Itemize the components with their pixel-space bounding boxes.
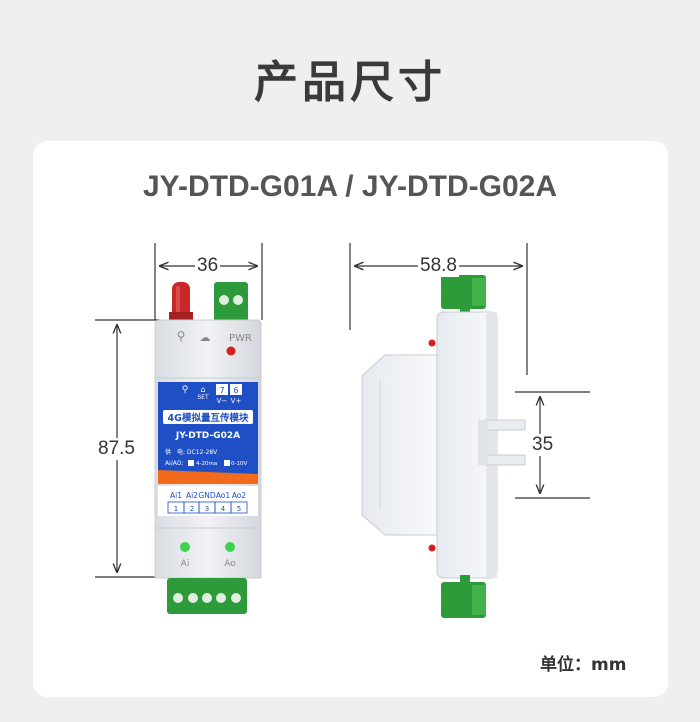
terminal-num-5: 5 <box>237 505 241 513</box>
ao-led <box>225 542 235 552</box>
top-terminal-6: 6 <box>233 386 238 395</box>
terminal-name-ao1: Ao1 <box>216 491 231 500</box>
device-model: JY-DTD-G02A <box>175 431 240 441</box>
model-title: JY-DTD-G01A / JY-DTD-G02A <box>143 170 557 203</box>
top-terminal-label-v-minus: V− <box>217 397 228 405</box>
aiao-label: Ai/AO: <box>165 460 183 467</box>
top-terminal-block <box>214 282 248 322</box>
side-view <box>349 243 590 618</box>
terminal-num-1: 1 <box>174 505 178 513</box>
top-terminal-7: 7 <box>219 386 224 395</box>
terminal-name-gnd: GND <box>198 491 215 500</box>
top-terminal-label-v-plus: V+ <box>231 397 242 405</box>
rail-dimension-label: 35 <box>530 434 556 456</box>
front-view: ⚲ ☁ PWR ⚲ ⌂ SET 7 6 V− V+ 4G模拟量互传模块 JY-D… <box>95 243 263 614</box>
terminal-num-4: 4 <box>221 505 226 513</box>
terminal-name-ai1: Ai1 <box>170 491 182 500</box>
set-icon: ⌂ <box>200 385 205 394</box>
unit-label: 单位：mm <box>540 655 627 675</box>
option-4-20ma: 4-20ma <box>196 461 217 467</box>
upper-housing <box>154 319 262 381</box>
page-title: 产品尺寸 <box>254 57 446 108</box>
terminal-name-ao2: Ao2 <box>232 491 247 500</box>
signal-icon: ⚲ <box>177 329 186 343</box>
pwr-label: PWR <box>229 333 252 344</box>
pwr-led <box>226 346 236 356</box>
terminal-name-ai2: Ai2 <box>186 491 198 500</box>
terminal-num-2: 2 <box>190 505 194 513</box>
side-front-protrusion <box>361 354 441 536</box>
orange-stripe <box>158 470 258 484</box>
height-dimension-label: 87.5 <box>96 438 137 460</box>
option-0-10v: 0-10V <box>231 461 247 467</box>
width-dimension-label: 36 <box>195 255 221 277</box>
depth-dimension-label: 58.8 <box>418 255 459 277</box>
antenna-icon: ⚲ <box>182 385 189 395</box>
content-card <box>33 141 668 697</box>
ai-led-label: Ai <box>181 559 190 569</box>
lower-housing <box>154 527 262 579</box>
product-name: 4G模拟量互传模块 <box>168 412 249 424</box>
cloud-icon: ☁ <box>200 331 211 344</box>
ai-led <box>180 542 190 552</box>
set-label: SET <box>197 394 209 401</box>
rail-clip <box>484 419 526 431</box>
blue-panel <box>158 382 258 484</box>
terminal-num-3: 3 <box>205 505 209 513</box>
power-spec: 供 电: DC12-28V <box>165 448 218 456</box>
ao-led-label: Ao <box>224 559 236 569</box>
